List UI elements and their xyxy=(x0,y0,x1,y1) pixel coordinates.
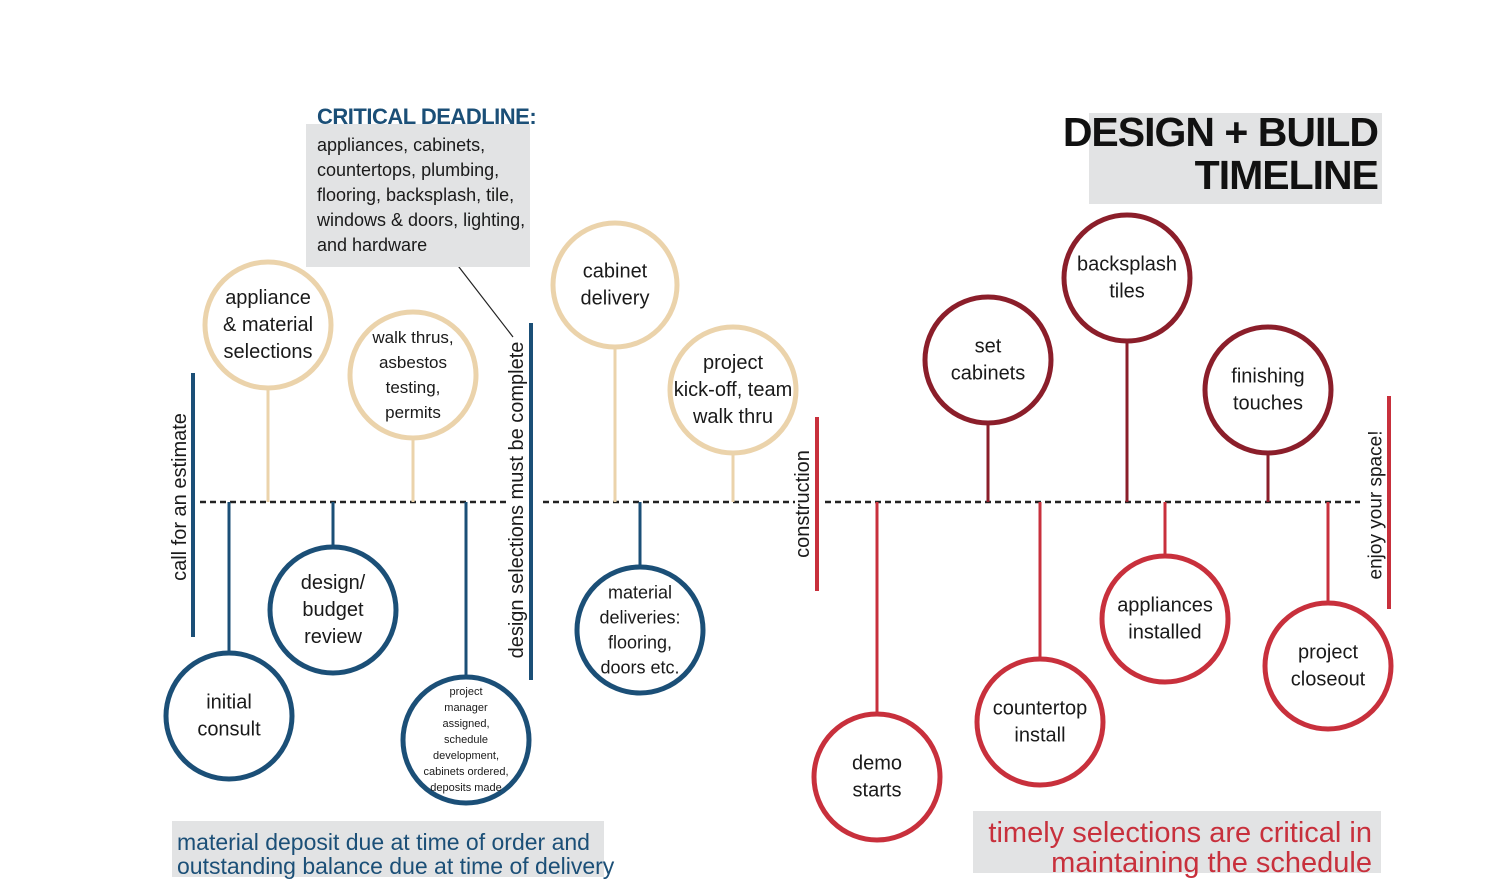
step-label: consult xyxy=(197,719,261,741)
step-circle xyxy=(1202,324,1334,456)
step-label: budget xyxy=(302,599,364,621)
step-circle xyxy=(400,674,532,806)
step-label: install xyxy=(1014,725,1065,747)
step-label: selections xyxy=(224,341,313,363)
step-label: schedule xyxy=(444,734,488,746)
step-circle xyxy=(922,294,1054,426)
deposit-note-box xyxy=(172,821,604,877)
timely-note-line: timely selections are critical in xyxy=(988,817,1372,849)
step-label: appliance xyxy=(225,287,311,309)
step-circle xyxy=(550,220,680,350)
step-label: project xyxy=(1298,642,1358,664)
callout-leader-line xyxy=(451,257,514,338)
step-label: development, xyxy=(433,750,499,762)
step-label: deliveries: xyxy=(599,608,680,628)
step-circle xyxy=(574,564,706,696)
step-label: kick-off, team xyxy=(674,379,793,401)
timely-note: timely selections are critical in mainta… xyxy=(960,818,1372,879)
step-label: doors etc. xyxy=(600,658,679,678)
timely-note-box xyxy=(973,811,1381,873)
critical-line: and hardware xyxy=(317,235,428,255)
step-circle xyxy=(1099,553,1231,685)
milestone-label: enjoy your space! xyxy=(1366,431,1387,580)
critical-deadline-box xyxy=(306,124,530,267)
deposit-note-line: outstanding balance due at time of deliv… xyxy=(177,853,615,880)
step-label: walk thrus, xyxy=(371,328,453,347)
step-circle xyxy=(267,544,399,676)
step-label: tiles xyxy=(1109,281,1145,303)
step-circle xyxy=(811,711,943,843)
step-label: finishing xyxy=(1231,366,1304,388)
deposit-note-line: material deposit due at time of order an… xyxy=(177,829,590,855)
step-label: delivery xyxy=(581,288,650,310)
title-box xyxy=(1089,113,1382,204)
critical-line: windows & doors, lighting, xyxy=(317,210,526,230)
step-label: & material xyxy=(223,314,313,336)
step-label: project xyxy=(703,352,763,374)
step-label: appliances xyxy=(1117,595,1213,617)
step-label: material xyxy=(608,583,672,603)
step-label: closeout xyxy=(1291,669,1366,691)
step-circle xyxy=(667,324,799,456)
critical-line: flooring, backsplash, tile, xyxy=(317,185,515,205)
step-circle xyxy=(1061,212,1193,344)
step-label: design/ xyxy=(301,572,366,594)
step-label: permits xyxy=(385,403,441,422)
step-circle xyxy=(202,259,334,391)
step-label: assigned, xyxy=(442,718,489,730)
milestone-label: design selections must be complete xyxy=(506,342,528,659)
step-label: initial xyxy=(206,692,252,714)
step-circle xyxy=(347,309,479,441)
step-label: asbestos xyxy=(379,353,447,372)
critical-line: appliances, cabinets, xyxy=(317,135,486,155)
step-label: testing, xyxy=(386,378,441,397)
critical-line: countertops, plumbing, xyxy=(317,160,500,180)
step-label: installed xyxy=(1128,622,1201,644)
step-label: set xyxy=(975,336,1002,358)
critical-deadline-list: appliances, cabinets, countertops, plumb… xyxy=(317,133,525,258)
title-line-1: DESIGN + BUILD xyxy=(1062,109,1379,155)
milestone-label: construction xyxy=(792,450,814,558)
step-label: manager xyxy=(444,702,488,714)
milestone-label: call for an estimate xyxy=(169,413,191,581)
timely-note-line: maintaining the schedule xyxy=(1051,847,1372,880)
step-circle xyxy=(163,650,295,782)
step-label: touches xyxy=(1233,393,1303,415)
step-label: cabinets ordered, xyxy=(424,766,509,778)
step-label: countertop xyxy=(993,698,1088,720)
title-line-2: TIMELINE xyxy=(1194,152,1379,198)
deposit-note: material deposit due at time of order an… xyxy=(177,830,614,878)
step-label: cabinets xyxy=(951,363,1026,385)
step-label: project xyxy=(449,686,482,698)
step-circle xyxy=(974,656,1106,788)
step-circle xyxy=(1262,600,1394,732)
step-label: backsplash xyxy=(1077,254,1177,276)
step-label: demo xyxy=(852,753,902,775)
step-label: starts xyxy=(853,780,902,802)
step-label: deposits made xyxy=(430,782,502,794)
critical-deadline-heading: CRITICAL DEADLINE: xyxy=(317,104,537,129)
step-label: review xyxy=(304,626,362,648)
step-label: walk thru xyxy=(692,406,773,428)
page-title: DESIGN + BUILD TIMELINE xyxy=(1060,109,1379,198)
step-label: cabinet xyxy=(583,261,648,283)
step-label: flooring, xyxy=(608,633,672,653)
